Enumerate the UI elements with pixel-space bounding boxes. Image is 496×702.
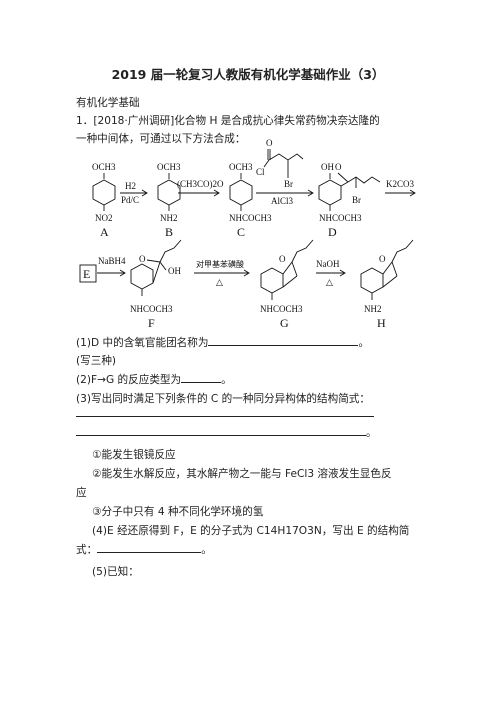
sub-question-1: (1)D 中的含氧官能团名称为 。 — [76, 334, 422, 352]
compound-g: O NHCOCH3 G — [260, 239, 314, 330]
reagent-br: Br — [284, 179, 293, 189]
reagent-nabh4: NaBH4 — [98, 256, 126, 266]
sub4-text: 式： — [76, 544, 98, 556]
heat-fg: △ — [216, 277, 223, 287]
label-f: F — [148, 316, 155, 330]
sub1-note: (写三种) — [76, 355, 117, 367]
f-o: O — [139, 254, 146, 264]
reagent-o: O — [266, 138, 273, 148]
label-e: E — [83, 267, 90, 281]
reagent-naoh: NaOH — [316, 259, 340, 269]
question-intro-line2: 一种中间体，可通过以下方法合成： — [76, 133, 246, 145]
sub-question-4-line2: 式： 。 — [76, 541, 422, 559]
label-a: A — [100, 225, 109, 239]
compound-a: OCH3 NO2 A — [92, 162, 116, 239]
sub3-answer-line1 — [76, 405, 422, 423]
section-heading: 有机化学基础 — [76, 97, 140, 109]
sub-question-4-line1: (4)E 经还原得到 F，E 的分子式为 C14H17O3N，写出 E 的结构简 — [92, 525, 410, 537]
a-och3: OCH3 — [92, 162, 116, 172]
f-nhcoch3: NHCOCH3 — [130, 304, 173, 314]
compound-f: O OH NHCOCH3 F — [130, 239, 181, 330]
sub1-end: 。 — [358, 337, 370, 349]
sub3-end: 。 — [366, 427, 377, 439]
compound-c: OCH3 NHCOCH3 C — [229, 162, 272, 239]
f-oh: OH — [168, 266, 181, 276]
page-title: 2019 届一轮复习人教版有机化学基础作业（3） — [111, 67, 385, 82]
sub2-end: 。 — [221, 374, 232, 386]
condition-2-line2: 应 — [76, 487, 87, 499]
reagent-pdc: Pd/C — [121, 195, 139, 205]
answer-blank-3a[interactable] — [76, 405, 374, 417]
compound-d: OH O Br NHCOCH3 D — [318, 162, 381, 239]
label-g: G — [280, 316, 289, 330]
answer-blank-2[interactable] — [181, 371, 222, 383]
g-o: O — [279, 254, 286, 264]
heat-gh: △ — [326, 277, 333, 287]
reagent-k2co3: K2CO3 — [386, 179, 415, 189]
sub4-end: 。 — [201, 544, 212, 556]
d-nhcoch3: NHCOCH3 — [319, 213, 362, 223]
label-h: H — [377, 316, 386, 330]
c-nhcoch3: NHCOCH3 — [229, 213, 272, 223]
reagent-ac2o: (CH3CO)2O — [177, 179, 224, 189]
condition-1: ①能发生银镜反应 — [92, 449, 176, 461]
sub2-text: (2)F→G 的反应类型为 — [76, 374, 182, 386]
h-nh2: NH2 — [364, 304, 382, 314]
reagent-cl: Cl — [256, 167, 265, 177]
sub1-text: (1)D 中的含氧官能团名称为 — [76, 337, 209, 349]
g-nhcoch3: NHCOCH3 — [260, 304, 303, 314]
label-b: B — [165, 225, 173, 239]
condition-3: ③分子中只有 4 种不同化学环境的氢 — [92, 506, 264, 518]
label-c: C — [237, 225, 245, 239]
d-br: Br — [352, 195, 361, 205]
b-nh2: NH2 — [160, 213, 178, 223]
c-och3: OCH3 — [229, 162, 253, 172]
condition-2-line1: ②能发生水解反应，其水解产物之一能与 FeCl3 溶液发生显色反 — [92, 468, 392, 480]
reagent-tsoh: 对甲基苯磺酸 — [196, 259, 244, 269]
d-oh: OH — [321, 162, 334, 172]
answer-blank-1[interactable] — [208, 334, 359, 346]
answer-blank-3b[interactable] — [76, 424, 366, 436]
reagent-alcl3: AlCl3 — [271, 196, 294, 206]
answer-blank-4[interactable] — [97, 541, 202, 553]
question-intro-line1: 1．[2018·广州调研]化合物 H 是合成抗心律失常药物决奈达隆的 — [76, 115, 380, 127]
sub3-answer-line2: 。 — [76, 424, 422, 442]
reagent-h2: H2 — [125, 181, 136, 191]
h-o: O — [379, 254, 386, 264]
sub-question-5: (5)已知： — [92, 566, 139, 578]
sub-question-3: (3)写出同时满足下列条件的 C 的一种同分异构体的结构简式： — [76, 393, 370, 405]
d-o: O — [335, 162, 342, 172]
compound-h: O NH2 H — [360, 239, 414, 330]
b-och3: OCH3 — [157, 162, 181, 172]
label-d: D — [328, 225, 337, 239]
sub-question-2: (2)F→G 的反应类型为 。 — [76, 371, 422, 389]
compound-b: OCH3 NH2 B — [157, 162, 181, 239]
a-no2: NO2 — [95, 213, 113, 223]
